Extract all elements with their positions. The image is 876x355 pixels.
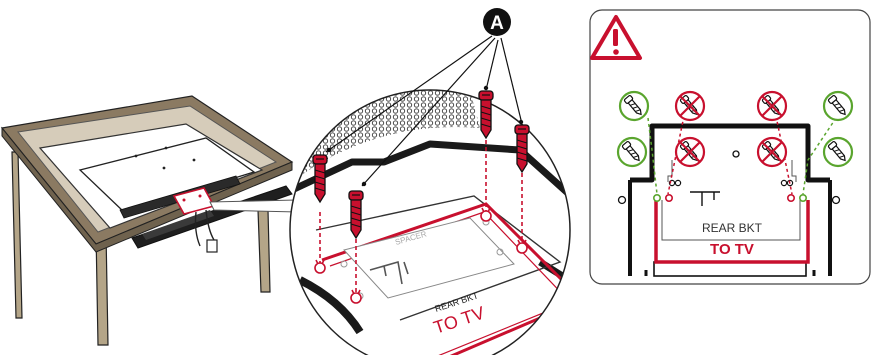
screw-ok-icon [620,92,648,120]
screw-prohibited-icon [758,92,786,120]
table-with-tv-illustration [2,96,298,345]
screw-prohibited-icon [676,138,704,166]
screw-icon [349,191,363,238]
screw-icon [515,125,529,172]
screw-icon [479,91,493,138]
warning-panel: REAR BKT TO TV [590,10,870,284]
screw-prohibited-icon [676,92,704,120]
panel-to-tv-label: TO TV [710,241,754,258]
screw-ok-icon [618,138,646,166]
screw-icon [313,155,327,202]
callout-label: A [490,13,504,34]
zoom-detail-circle: SPACER REAR BKT TO TV A [290,8,604,355]
screw-ok-icon [824,138,852,166]
panel-rear-bkt-label: REAR BKT [702,221,763,235]
screw-ok-icon [824,92,852,120]
screw-prohibited-icon [758,138,786,166]
